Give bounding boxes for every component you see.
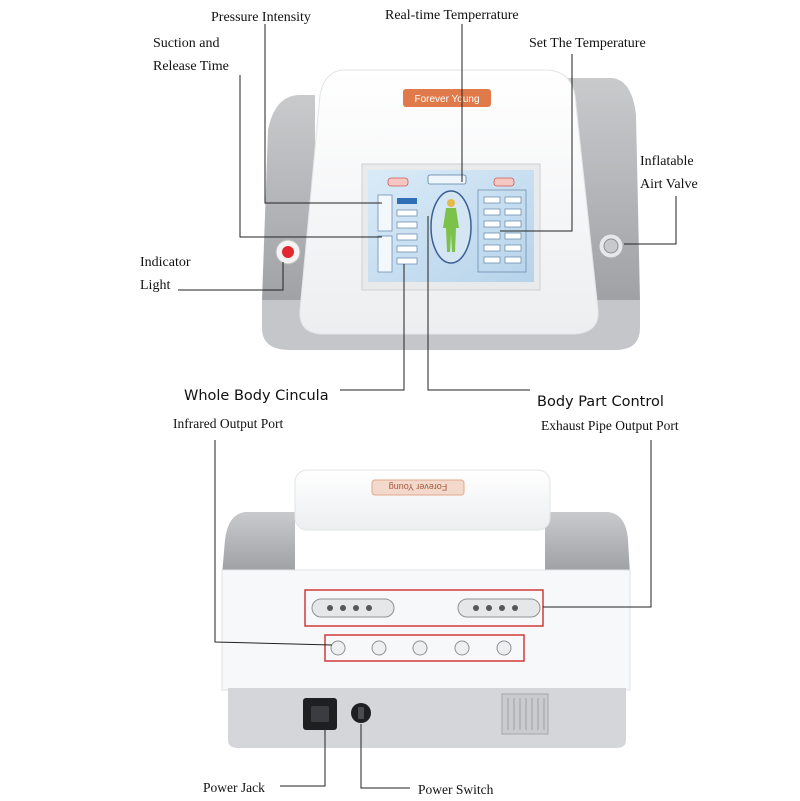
set-temp-callout — [500, 54, 573, 232]
back-callout-lines — [214, 440, 652, 789]
power-jack-label: Power Jack — [203, 780, 265, 795]
temp-button — [504, 220, 522, 228]
suction-slider — [377, 235, 393, 273]
power-switch-label: Power Switch — [418, 782, 494, 797]
front-device: Forever Young — [262, 69, 640, 350]
left-handle — [262, 95, 315, 318]
realtime-temperature-label: Real-time Temperrature — [385, 8, 519, 23]
back-top-block — [294, 469, 551, 531]
pressure-intensity-label: Pressure Intensity — [211, 10, 311, 25]
body-figure — [443, 208, 459, 252]
exhaust-hole — [366, 605, 372, 611]
infrared-callout — [214, 440, 333, 646]
screen-stop-button — [493, 177, 515, 187]
power-switch-rocker — [358, 707, 364, 719]
infrared-port — [412, 640, 428, 656]
screen-top-display — [427, 174, 467, 185]
mode-button-5 — [396, 245, 418, 253]
back-left-handle — [222, 512, 295, 575]
whole-body-label: Whole Body Cincula — [184, 388, 329, 404]
back-body — [221, 569, 631, 691]
body-figure-head — [447, 199, 455, 207]
brand-label-front: Forever Young — [414, 94, 479, 105]
exhaust-callout — [543, 440, 652, 608]
suction-callout — [239, 75, 382, 238]
exhaust-hole — [473, 605, 479, 611]
pressure-callout — [264, 24, 382, 204]
temp-button — [504, 196, 522, 204]
exhaust-hole — [353, 605, 359, 611]
power-jack-socket — [311, 706, 329, 722]
body-part-callout — [427, 216, 530, 391]
front-callout-lines — [178, 24, 677, 391]
vent-grille — [501, 693, 549, 735]
pressure-slider — [377, 194, 393, 232]
vent-slots — [507, 698, 545, 730]
exhaust-highlight-box — [304, 589, 544, 627]
exhaust-hole — [499, 605, 505, 611]
temp-button — [504, 244, 522, 252]
mode-button-2 — [396, 209, 418, 217]
exhaust-hole — [340, 605, 346, 611]
screen-ui — [377, 174, 527, 273]
brand-label-back: Forever Young — [389, 482, 448, 492]
temp-button — [483, 208, 501, 216]
power-switch-callout — [360, 724, 410, 789]
exhaust-hole — [486, 605, 492, 611]
whole-body-callout — [340, 264, 405, 391]
temp-button — [504, 208, 522, 216]
indicator-callout — [178, 262, 284, 291]
infrared-port — [454, 640, 470, 656]
brand-plate-back — [371, 479, 465, 496]
temp-button — [483, 244, 501, 252]
temp-button — [483, 220, 501, 228]
exhaust-holes — [327, 605, 518, 611]
temp-button — [483, 196, 501, 204]
indicator-light — [282, 246, 294, 258]
exhaust-hole — [327, 605, 333, 611]
temperature-buttons — [483, 196, 522, 264]
back-device: Forever Young — [221, 469, 631, 748]
temp-button — [504, 256, 522, 264]
infrared-port-label: Infrared Output Port — [173, 416, 284, 431]
temp-button — [483, 256, 501, 264]
screen-start-button — [387, 177, 409, 187]
mode-button-4 — [396, 233, 418, 241]
infrared-highlight-box — [324, 634, 525, 662]
exhaust-port-label: Exhaust Pipe Output Port — [541, 418, 679, 433]
infrared-port — [330, 640, 346, 656]
mode-button-3 — [396, 221, 418, 229]
back-right-handle — [545, 512, 630, 575]
brand-plate-front — [403, 89, 491, 107]
whole-body-button — [396, 257, 418, 265]
infrared-ports — [330, 640, 512, 656]
back-base — [228, 688, 626, 748]
inflatable-valve-knob — [603, 238, 619, 254]
mode-button-1 — [397, 198, 417, 204]
indicator-light-label: Indicator Light — [140, 255, 191, 293]
inflatable-valve-label: Inflatable Airt Valve — [640, 154, 698, 192]
temp-button — [504, 232, 522, 240]
temp-button — [483, 232, 501, 240]
valve-callout — [624, 196, 677, 245]
power-jack-callout — [280, 730, 326, 787]
infrared-port — [496, 640, 512, 656]
set-temperature-label: Set The Temperature — [529, 36, 646, 51]
infrared-port — [371, 640, 387, 656]
suction-release-label: Suction and Release Time — [153, 36, 229, 74]
exhaust-hole — [512, 605, 518, 611]
body-part-label: Body Part Control — [537, 394, 664, 410]
